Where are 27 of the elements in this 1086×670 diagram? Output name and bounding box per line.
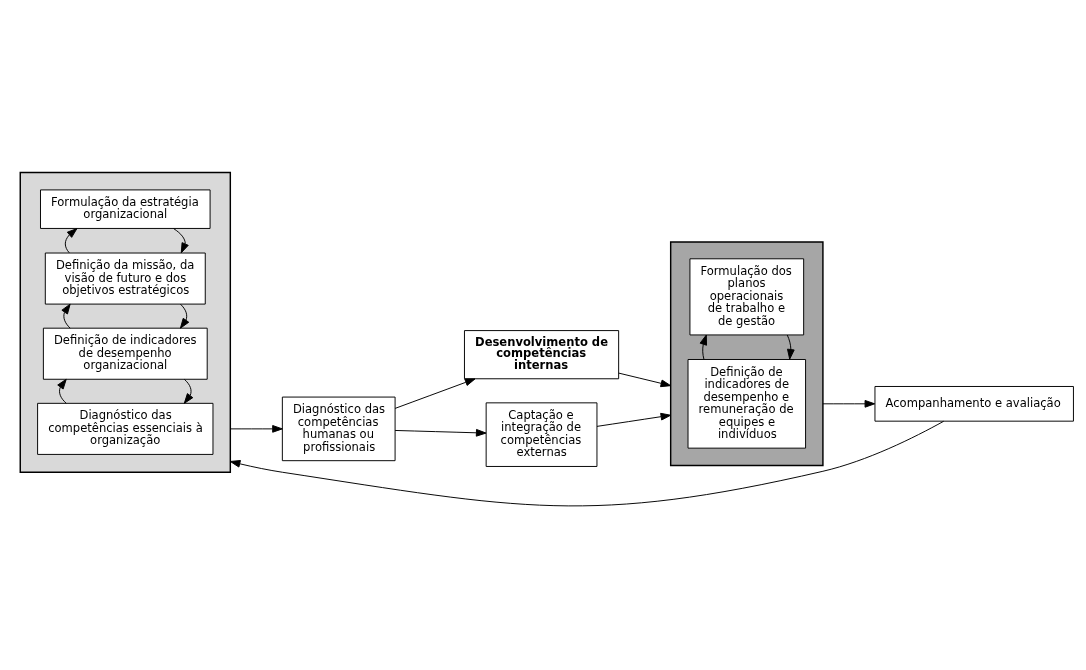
node-box: Diagnóstico das competências humanas ou profissionais (281, 396, 396, 461)
arrow (618, 372, 672, 387)
node-box: Definição de indicadores de desempenho organizacional (42, 327, 208, 380)
cluster (19, 171, 232, 473)
arrow (786, 334, 795, 360)
node-box: Diagnóstico das competências essenciais à organização (37, 402, 214, 455)
arrow (394, 377, 476, 409)
cluster (669, 240, 824, 466)
arrow (64, 227, 78, 253)
arrow (57, 378, 67, 404)
arrow (61, 303, 71, 329)
node-box: Formulação da estratégia organizacional (40, 188, 211, 229)
arrow (229, 424, 283, 433)
node-box: Desenvolvimento de competências internas (464, 329, 620, 379)
node-box: Acompanhamento e avaliação (874, 385, 1074, 422)
arrow (173, 227, 189, 253)
node-box: Definição da missão, da visão de futuro e dos objetivos estratégicos (44, 252, 206, 305)
node-box: Formulação dos planos operacionais de trabalho e de gestão (689, 257, 805, 335)
arrow (183, 378, 194, 404)
node-box: Definição de indicadores de desempenho e remuneração de equipes e indivíduos (687, 358, 807, 449)
arrow (179, 303, 190, 329)
arrow (596, 412, 672, 427)
arrow (822, 399, 876, 408)
arrow (699, 334, 707, 360)
arrow (394, 428, 487, 437)
arrow (229, 420, 945, 506)
node-box: Captação e integração de competências externas (485, 401, 598, 467)
